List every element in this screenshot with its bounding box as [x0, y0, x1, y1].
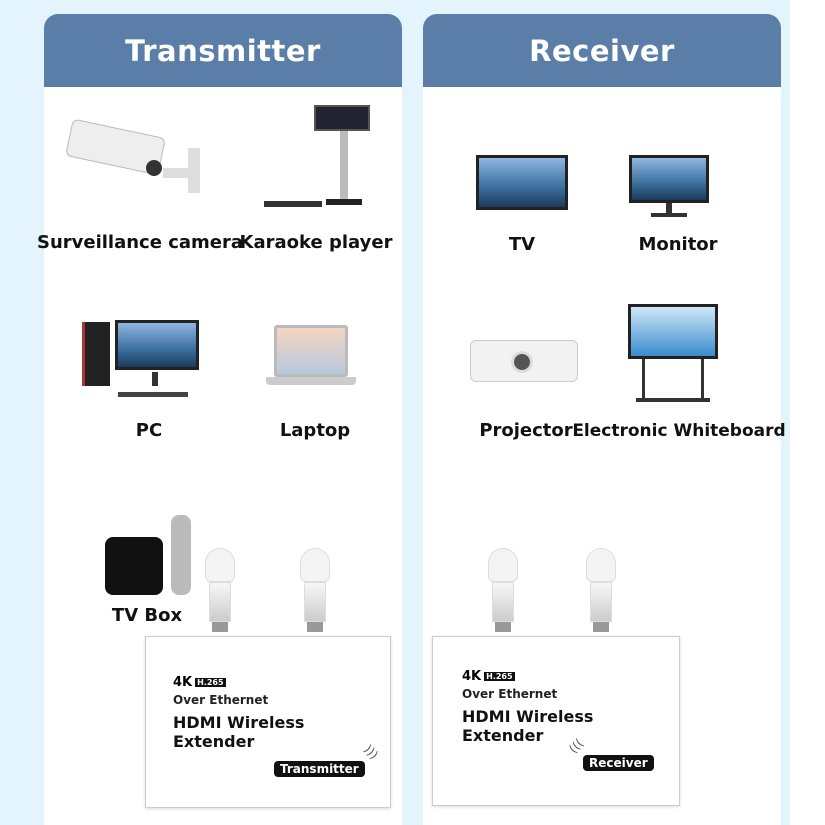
transmitter-tag: Transmitter [274, 761, 365, 777]
codec-badge: H.265 [484, 672, 515, 681]
source-label: Laptop [279, 420, 351, 441]
monitor-icon [629, 155, 709, 217]
antenna-icon [586, 548, 616, 632]
display-label: Monitor [638, 234, 718, 255]
camera-icon [65, 118, 200, 198]
display-label: TV [508, 234, 536, 255]
projector-icon [470, 340, 578, 382]
device-line1: Over Ethernet [173, 693, 269, 707]
karaoke-icon [264, 105, 374, 210]
antenna-icon [205, 548, 235, 632]
device-line1: Over Ethernet [462, 687, 558, 701]
device-line2: HDMI Wireless Extender [462, 707, 594, 745]
whiteboard-icon [628, 304, 718, 408]
source-label: Surveillance camera [36, 232, 244, 253]
antenna-icon [488, 548, 518, 632]
tv-box-icon [105, 515, 195, 595]
display-label: Projector [479, 420, 573, 441]
source-label: PC [135, 420, 163, 441]
receiver-title: Receiver [423, 14, 781, 87]
codec-badge: H.265 [195, 678, 226, 687]
source-label: TV Box [111, 605, 183, 626]
transmitter-title: Transmitter [44, 14, 402, 87]
laptop-icon [266, 325, 356, 395]
display-label: Electronic Whiteboard [572, 421, 786, 441]
source-label: Karaoke player [239, 232, 393, 253]
tv-icon [476, 155, 568, 215]
pc-icon [82, 320, 202, 400]
device-line2: HDMI Wireless Extender [173, 713, 305, 751]
receiver-tag: Receiver [583, 755, 654, 771]
antenna-icon [300, 548, 330, 632]
